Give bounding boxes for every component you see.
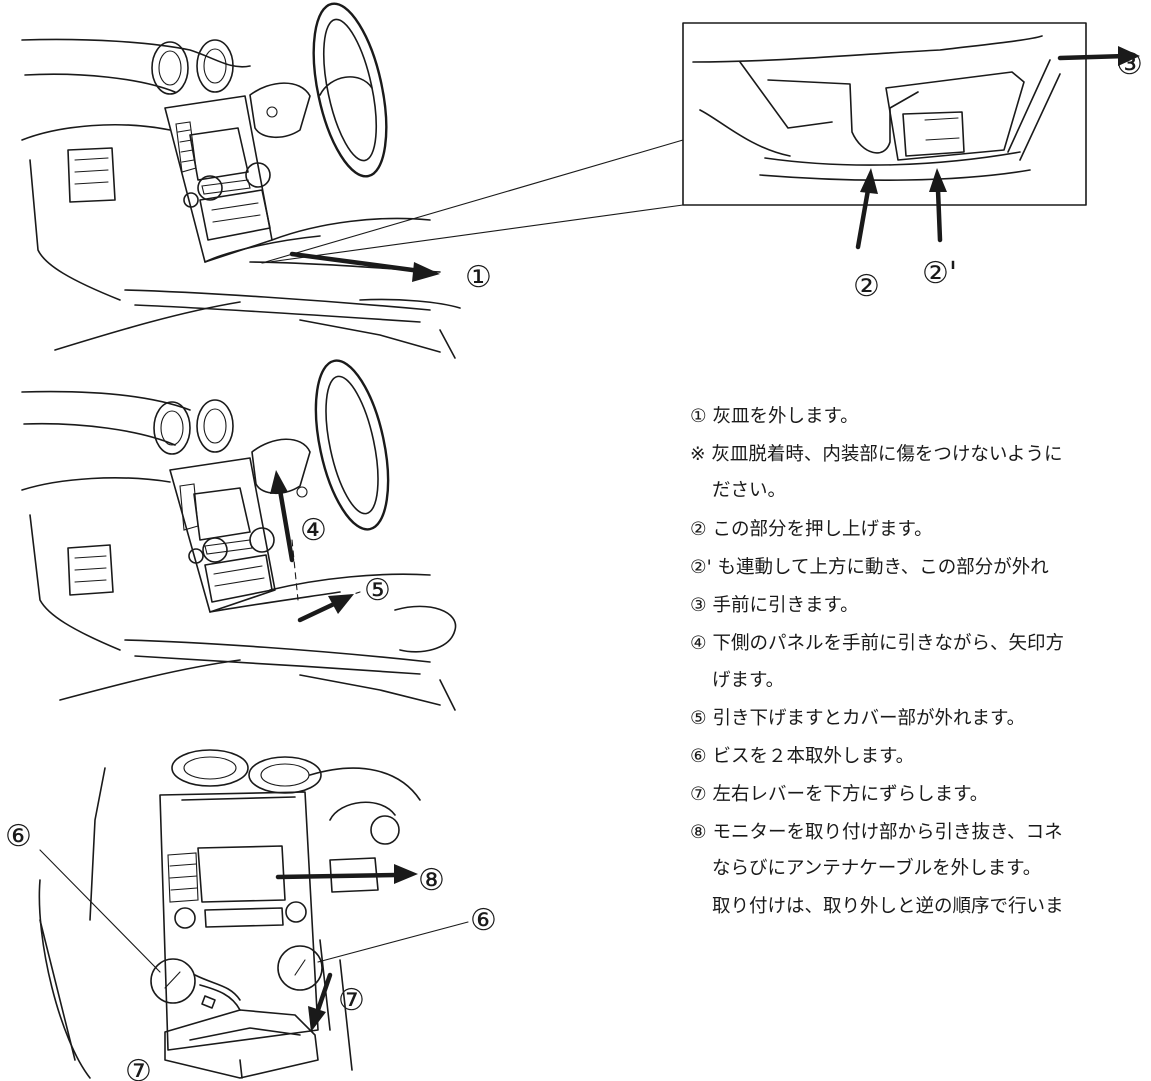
callout-8: ⑧ (418, 863, 445, 898)
instruction-line: ②' も連動して上方に動き、この部分が外れ (690, 557, 1049, 578)
callout-3: ③ (1116, 47, 1143, 82)
instruction-line: ⑥ ビスを２本取外します。 (690, 746, 915, 767)
figure-3-monitor: ⑥ ⑥ ⑧ ⑦ ⑦ (5, 749, 497, 1081)
instruction-line: ⑦ 左右レバーを下方にずらします。 (690, 784, 989, 805)
instruction-line: ② この部分を押し上げます。 (690, 519, 933, 540)
callout-2: ② (853, 269, 880, 304)
instruction-line: ださい。 (712, 480, 787, 501)
instruction-line: ⑧ モニターを取り付け部から引き抜き、コネ (690, 822, 1063, 843)
callout-2-prime: ②' (922, 256, 957, 291)
callout-6-right: ⑥ (470, 903, 497, 938)
instruction-line: ⑤ 引き下げますとカバー部が外れます。 (690, 708, 1026, 729)
instruction-line: ④ 下側のパネルを手前に引きながら、矢印方 (690, 633, 1064, 654)
figure-2-lower-panel: ④ ⑤ (21, 359, 457, 711)
callout-4: ④ (300, 513, 327, 548)
callout-1: ① (465, 260, 492, 295)
instruction-line: ① 灰皿を外します。 (690, 406, 859, 427)
instruction-line: げます。 (712, 670, 785, 691)
instruction-line: ③ 手前に引きます。 (690, 595, 859, 616)
callout-7-right: ⑦ (338, 983, 365, 1018)
figure-detail-latch: ② ②' ③ (682, 22, 1143, 304)
instruction-line: ※ 灰皿脱着時、内装部に傷をつけないように (690, 444, 1063, 465)
figure-1-dashboard: ① (21, 2, 684, 359)
callout-7-left: ⑦ (125, 1054, 152, 1081)
instruction-line: ならびにアンテナケーブルを外します。 (712, 858, 1042, 879)
instruction-line: 取り付けは、取り外しと逆の順序で行いま (712, 896, 1064, 917)
callout-5: ⑤ (364, 573, 391, 608)
callout-6-left: ⑥ (5, 819, 32, 854)
